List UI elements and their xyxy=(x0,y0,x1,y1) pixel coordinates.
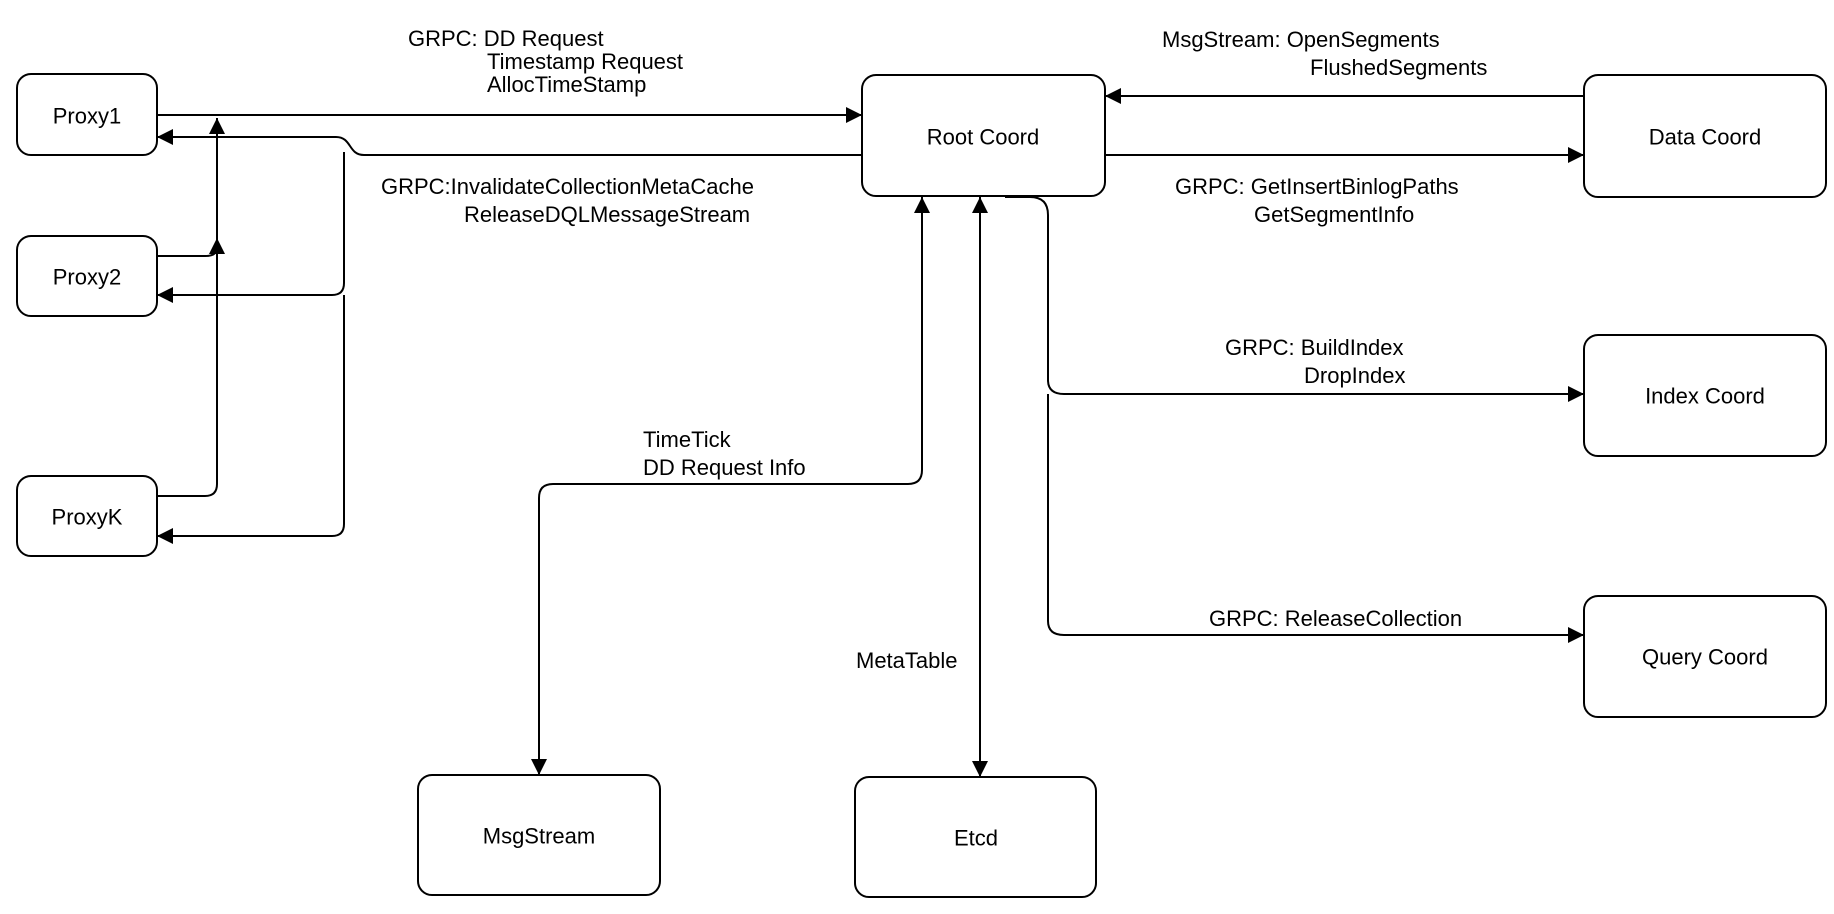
node-proxyk-label: ProxyK xyxy=(52,505,123,530)
edge-rootcoord-to-proxyk xyxy=(157,295,345,544)
edge-label-proxies-to-root: GRPC: DD Request Timestamp Request Alloc… xyxy=(408,26,689,97)
node-proxy1-label: Proxy1 xyxy=(53,104,121,129)
node-proxyk: ProxyK xyxy=(16,475,158,557)
node-index-coord-box xyxy=(1583,334,1827,457)
node-query-coord: Query Coord xyxy=(1583,595,1827,718)
node-root-coord-box xyxy=(861,74,1106,197)
edge-label-root-to-proxies: GRPC:InvalidateCollectionMetaCache Relea… xyxy=(381,174,760,227)
edge-label-data-to-root: MsgStream: OpenSegments FlushedSegments xyxy=(1162,27,1487,80)
node-etcd-label: Etcd xyxy=(954,826,998,851)
edge-label-root-to-data: GRPC: GetInsertBinlogPaths GetSegmentInf… xyxy=(1175,174,1465,227)
edge-label-root-to-etcd: MetaTable xyxy=(856,648,958,673)
node-proxy2-box xyxy=(16,235,158,317)
edge-rootcoord-msgstream-timetick xyxy=(531,197,930,775)
edge-label-root-to-index: GRPC: BuildIndex DropIndex xyxy=(1225,335,1410,388)
edge-label-root-to-msgstream: TimeTick DD Request Info xyxy=(643,427,806,480)
edge-labels-layer: GRPC: DD Request Timestamp Request Alloc… xyxy=(381,26,1487,673)
node-data-coord: Data Coord xyxy=(1583,74,1827,198)
node-root-coord-label: Root Coord xyxy=(927,125,1040,150)
nodes-layer: Proxy1 Proxy2 ProxyK Root Coord Data Coo… xyxy=(16,73,1827,898)
node-etcd: Etcd xyxy=(854,776,1097,898)
node-proxy1-box xyxy=(16,73,158,156)
node-data-coord-label: Data Coord xyxy=(1649,125,1762,150)
edge-rootcoord-to-querycoord xyxy=(1047,394,1584,643)
node-proxy2: Proxy2 xyxy=(16,235,158,317)
edge-rootcoord-to-proxy2 xyxy=(157,152,345,303)
node-msgstream-label: MsgStream xyxy=(483,824,595,849)
node-proxyk-box xyxy=(16,475,158,557)
edge-rootcoord-to-proxy1 xyxy=(157,129,862,156)
edge-rootcoord-to-indexcoord xyxy=(1005,196,1584,402)
node-proxy1: Proxy1 xyxy=(16,73,158,156)
edge-label-root-to-query: GRPC: ReleaseCollection xyxy=(1209,606,1462,631)
edges-layer xyxy=(157,88,1584,777)
edge-proxyk-to-rootcoord xyxy=(157,118,225,497)
node-index-coord-label: Index Coord xyxy=(1645,384,1765,409)
node-etcd-box xyxy=(854,776,1097,898)
node-data-coord-box xyxy=(1583,74,1827,198)
node-msgstream: MsgStream xyxy=(417,774,661,896)
node-proxy2-label: Proxy2 xyxy=(53,265,121,290)
node-query-coord-label: Query Coord xyxy=(1642,645,1768,670)
node-msgstream-box xyxy=(417,774,661,896)
node-query-coord-box xyxy=(1583,595,1827,718)
node-root-coord: Root Coord xyxy=(861,74,1106,197)
node-index-coord: Index Coord xyxy=(1583,334,1827,457)
